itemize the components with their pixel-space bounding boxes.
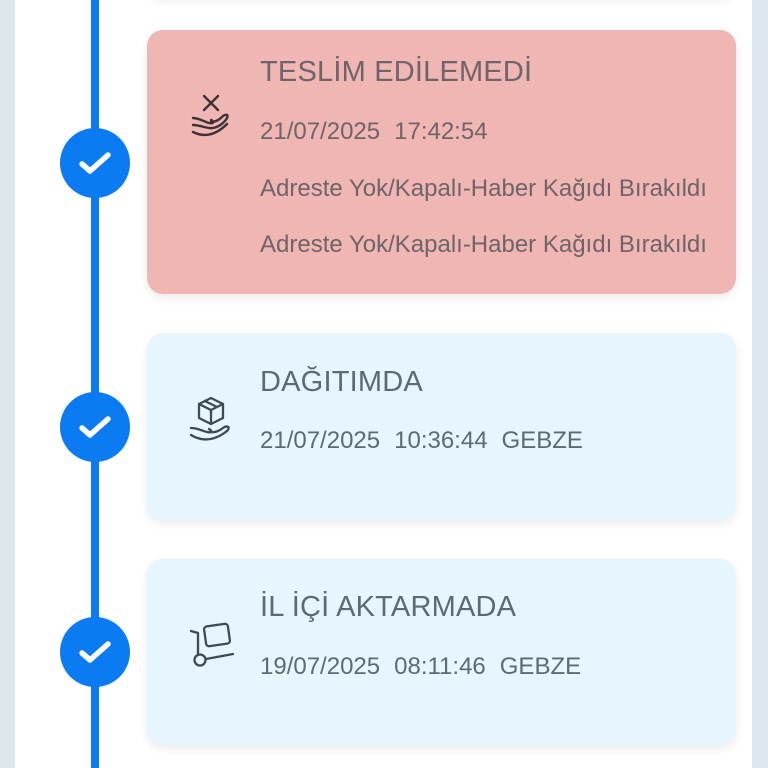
event-status: İL İÇİ AKTARMADA [260, 591, 517, 623]
event-card-in-city-transfer[interactable]: İL İÇİ AKTARMADA 19/07/2025 08:11:46 GEBZE [147, 559, 736, 745]
event-time: 10:36:44 [394, 427, 488, 454]
event-date: 21/07/2025 [260, 427, 381, 454]
event-note: Adreste Yok/Kapalı-Haber Kağıdı Bırakıld… [260, 231, 707, 258]
check-node-1 [60, 128, 130, 198]
check-node-3 [60, 617, 130, 687]
event-location: GEBZE [501, 427, 583, 454]
event-time: 08:11:46 [394, 653, 486, 680]
hand-box-icon [189, 396, 230, 441]
event-time: 17:42:54 [394, 118, 488, 145]
check-node-2 [60, 392, 130, 462]
hand-truck-icon [189, 622, 235, 667]
event-card-not-delivered[interactable]: TESLİM EDİLEMEDİ 21/07/2025 17:42:54 Adre… [147, 30, 736, 294]
check-icon [79, 152, 111, 174]
check-icon [79, 416, 111, 438]
event-location: GEBZE [499, 653, 582, 680]
event-datetime: 21/07/2025 17:42:54 [260, 118, 488, 146]
event-card-out-for-delivery[interactable]: DAĞITIMDA 21/07/2025 10:36:44 GEBZE [147, 333, 736, 520]
event-datetime: 19/07/2025 08:11:46 GEBZE [260, 653, 581, 681]
event-datetime: 21/07/2025 10:36:44 GEBZE [260, 427, 583, 455]
check-icon [79, 641, 111, 663]
event-date: 21/07/2025 [260, 118, 381, 145]
event-date: 19/07/2025 [260, 653, 381, 680]
event-status: DAĞITIMDA [260, 366, 423, 398]
event-note: Adreste Yok/Kapalı-Haber Kağıdı Bırakıld… [260, 175, 707, 202]
hand-x-icon [191, 94, 229, 137]
event-status: TESLİM EDİLEMEDİ [260, 56, 533, 88]
timeline-line [91, 0, 99, 768]
